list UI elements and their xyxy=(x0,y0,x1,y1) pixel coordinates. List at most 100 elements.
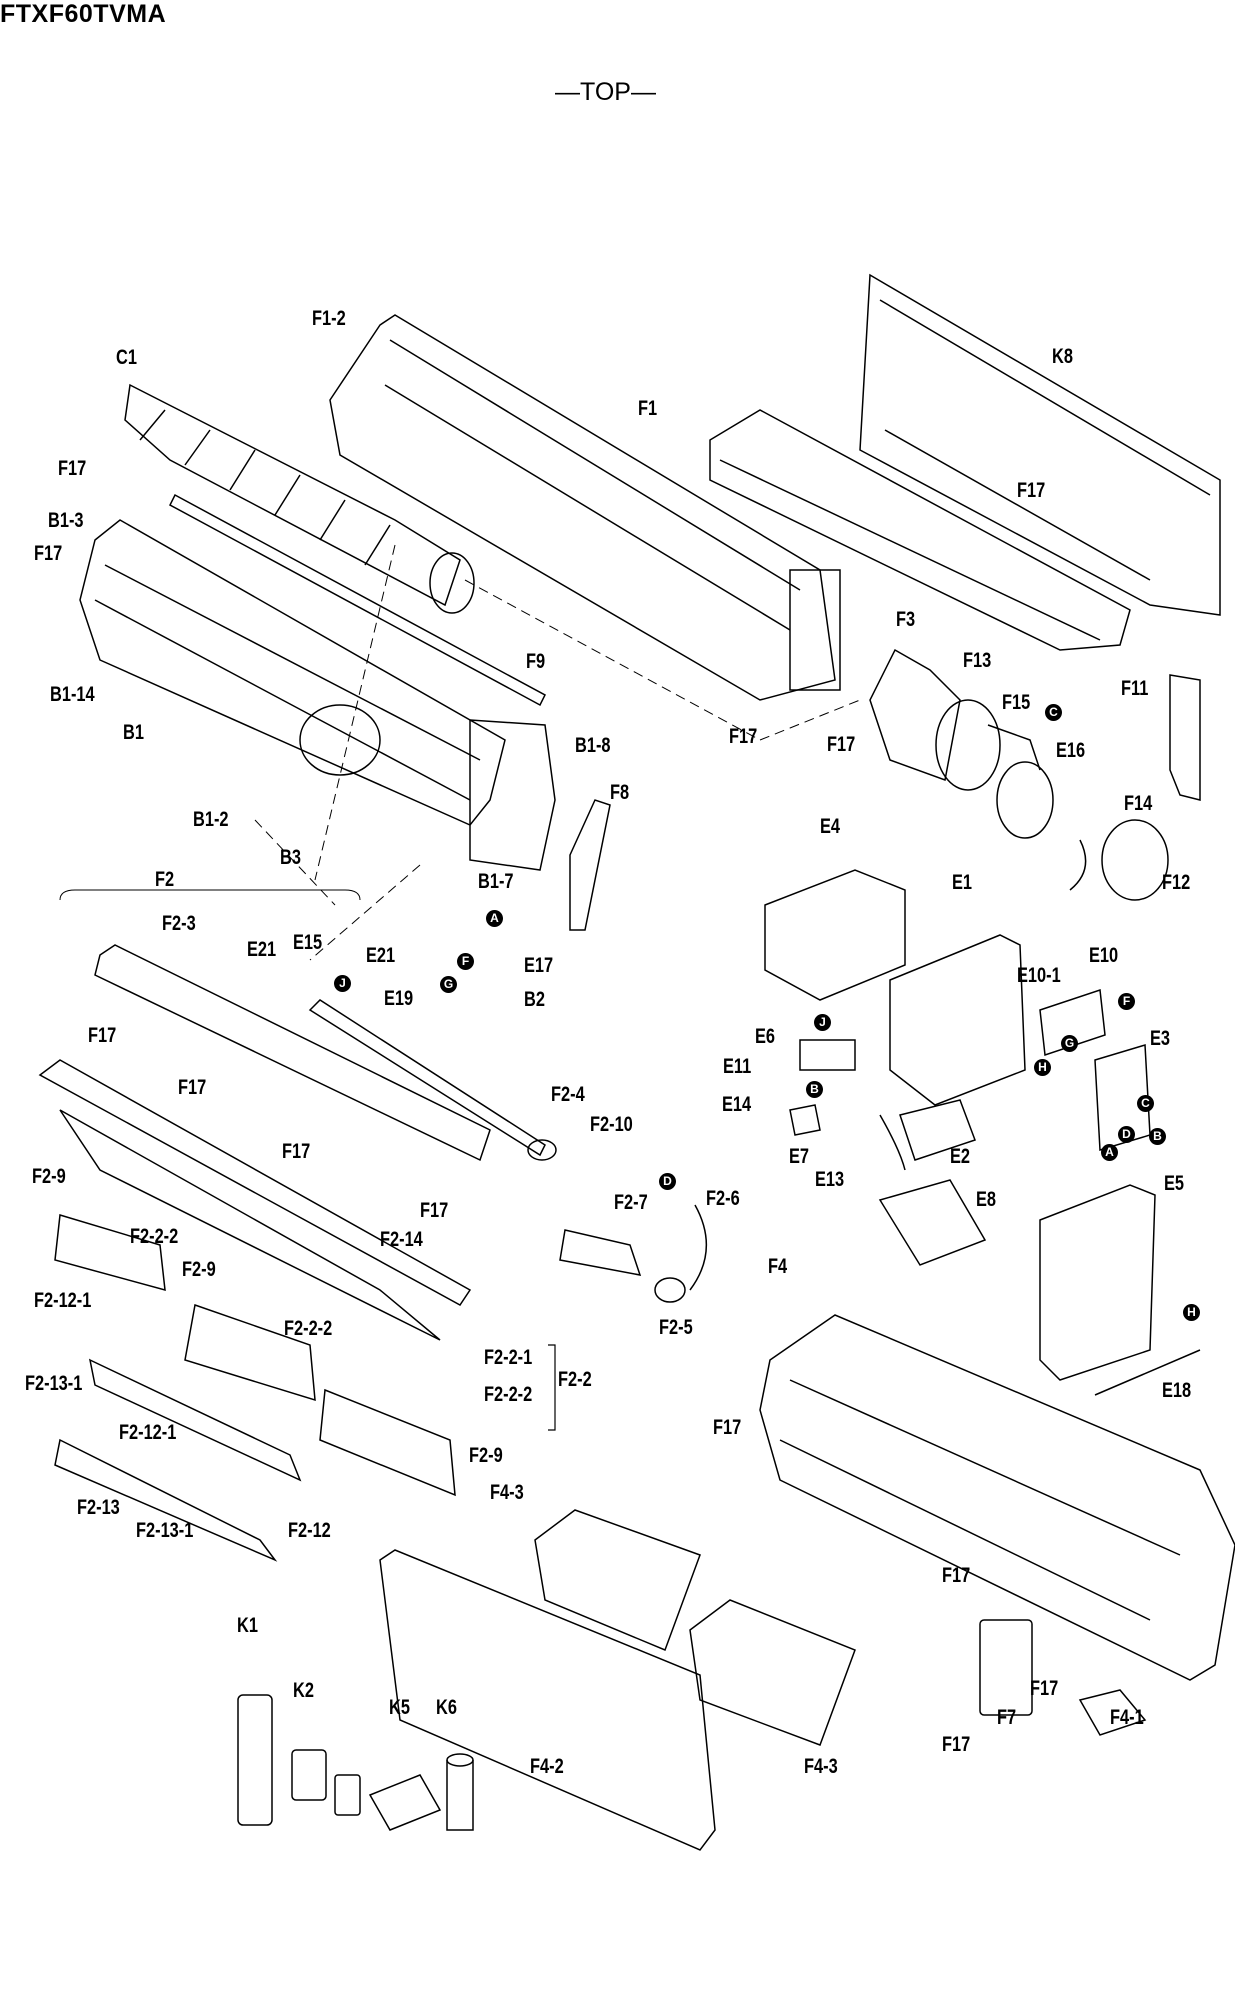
part-label: F4-2 xyxy=(530,1755,564,1778)
part-label: B1-3 xyxy=(48,509,84,532)
main-body-drawing xyxy=(759,1314,1235,1681)
connector-marker: C xyxy=(1137,1095,1154,1112)
f2-4-shaft-drawing xyxy=(308,999,546,1157)
part-label: K5 xyxy=(389,1696,410,1719)
part-label: F17 xyxy=(942,1564,971,1587)
part-label: F4-3 xyxy=(804,1755,838,1778)
grille-drawing xyxy=(709,409,1131,651)
part-label: E15 xyxy=(293,931,323,954)
connector-marker: G xyxy=(1061,1035,1078,1052)
louver-drawing xyxy=(54,1214,456,1562)
part-label: F17 xyxy=(282,1140,311,1163)
part-label: F17 xyxy=(729,725,758,748)
part-label: C1 xyxy=(116,346,137,369)
part-label: F1-2 xyxy=(312,307,346,330)
f2-bracket xyxy=(59,889,361,901)
part-label: F17 xyxy=(34,542,63,565)
connector-marker: F xyxy=(1118,993,1135,1010)
part-label: F2-12-1 xyxy=(34,1289,92,1312)
part-label: F2-13-1 xyxy=(136,1519,194,1542)
part-label: F2-9 xyxy=(32,1165,66,1188)
part-label: F2-2-2 xyxy=(130,1225,179,1248)
part-label: F17 xyxy=(942,1733,971,1756)
part-label: F2-13 xyxy=(77,1496,120,1519)
f11-drawing xyxy=(1169,674,1201,801)
part-label: F17 xyxy=(420,1199,449,1222)
front-panel-drawing xyxy=(379,1549,716,1851)
part-label: F2-10 xyxy=(590,1113,633,1136)
part-label: E2 xyxy=(950,1145,971,1168)
part-label: F2-5 xyxy=(659,1316,693,1339)
part-label: F17 xyxy=(88,1024,117,1047)
part-label: E18 xyxy=(1162,1379,1192,1402)
part-label: F1 xyxy=(638,397,658,420)
part-label: E21 xyxy=(247,938,277,961)
connector-marker: D xyxy=(659,1173,676,1190)
connector-marker: J xyxy=(814,1014,831,1031)
part-label: E11 xyxy=(723,1055,752,1078)
part-label: E5 xyxy=(1164,1172,1185,1195)
connector-marker: A xyxy=(486,910,503,927)
part-label: B1 xyxy=(123,721,144,744)
part-label: B2 xyxy=(524,988,545,1011)
part-label: F2-14 xyxy=(380,1228,423,1251)
part-label: F14 xyxy=(1124,792,1153,815)
part-label: F9 xyxy=(526,650,546,673)
part-label: F17 xyxy=(1030,1677,1059,1700)
part-label: B1-2 xyxy=(193,808,229,831)
part-label: F8 xyxy=(610,781,630,804)
part-label: K2 xyxy=(293,1679,314,1702)
part-label: F2-2-2 xyxy=(484,1383,533,1406)
mounting-plate-drawing xyxy=(859,273,1221,616)
connector-marker: B xyxy=(1149,1128,1166,1145)
part-label: B1-14 xyxy=(50,683,95,706)
part-label: E19 xyxy=(384,987,414,1010)
air-filter-drawing xyxy=(534,1509,856,1746)
part-label: E1 xyxy=(952,871,973,894)
connector-marker: C xyxy=(1045,704,1062,721)
f8-drawing xyxy=(569,799,611,931)
part-label: F2-2-1 xyxy=(484,1346,533,1369)
section-title: —TOP— xyxy=(555,78,656,106)
connector-marker: D xyxy=(1118,1126,1135,1143)
part-label: F2-13-1 xyxy=(25,1372,83,1395)
part-label: F2 xyxy=(155,868,175,891)
part-label: F17 xyxy=(58,457,87,480)
part-label: F11 xyxy=(1121,677,1149,700)
part-label: F12 xyxy=(1162,871,1191,894)
part-label: F2-6 xyxy=(706,1187,740,1210)
accessories-drawing xyxy=(237,1694,474,1831)
part-label: F2-7 xyxy=(614,1191,648,1214)
part-label: F4-3 xyxy=(490,1481,524,1504)
part-label: F2-2 xyxy=(558,1368,592,1391)
part-label: F17 xyxy=(713,1416,742,1439)
part-label: F4-1 xyxy=(1110,1706,1144,1729)
connector-marker: H xyxy=(1034,1059,1051,1076)
motor-assembly-drawing xyxy=(869,648,1169,901)
part-label: E8 xyxy=(976,1188,997,1211)
part-label: F2-9 xyxy=(469,1444,503,1467)
model-title: FTXF60TVMA xyxy=(0,0,167,28)
part-label: K1 xyxy=(237,1614,258,1637)
part-label: F17 xyxy=(827,733,856,756)
control-box-drawing xyxy=(764,869,1151,1266)
part-label: F2-12-1 xyxy=(119,1421,177,1444)
part-label: K8 xyxy=(1052,345,1073,368)
damper-parts-drawing xyxy=(559,1204,707,1303)
front-frame-drawing xyxy=(329,314,841,701)
part-label: E3 xyxy=(1150,1027,1171,1050)
part-label: E16 xyxy=(1056,739,1086,762)
part-label: F17 xyxy=(1017,479,1046,502)
rail-drawing xyxy=(169,493,546,707)
part-label: F2-2-2 xyxy=(284,1317,333,1340)
part-label: E10-1 xyxy=(1017,964,1061,987)
part-label: E4 xyxy=(820,815,841,838)
part-label: E14 xyxy=(722,1093,752,1116)
part-label: F15 xyxy=(1002,691,1031,714)
part-label: K6 xyxy=(436,1696,457,1719)
part-label: F3 xyxy=(896,608,916,631)
leader-lines xyxy=(254,544,861,961)
connector-marker: B xyxy=(806,1081,823,1098)
part-label: E7 xyxy=(789,1145,810,1168)
